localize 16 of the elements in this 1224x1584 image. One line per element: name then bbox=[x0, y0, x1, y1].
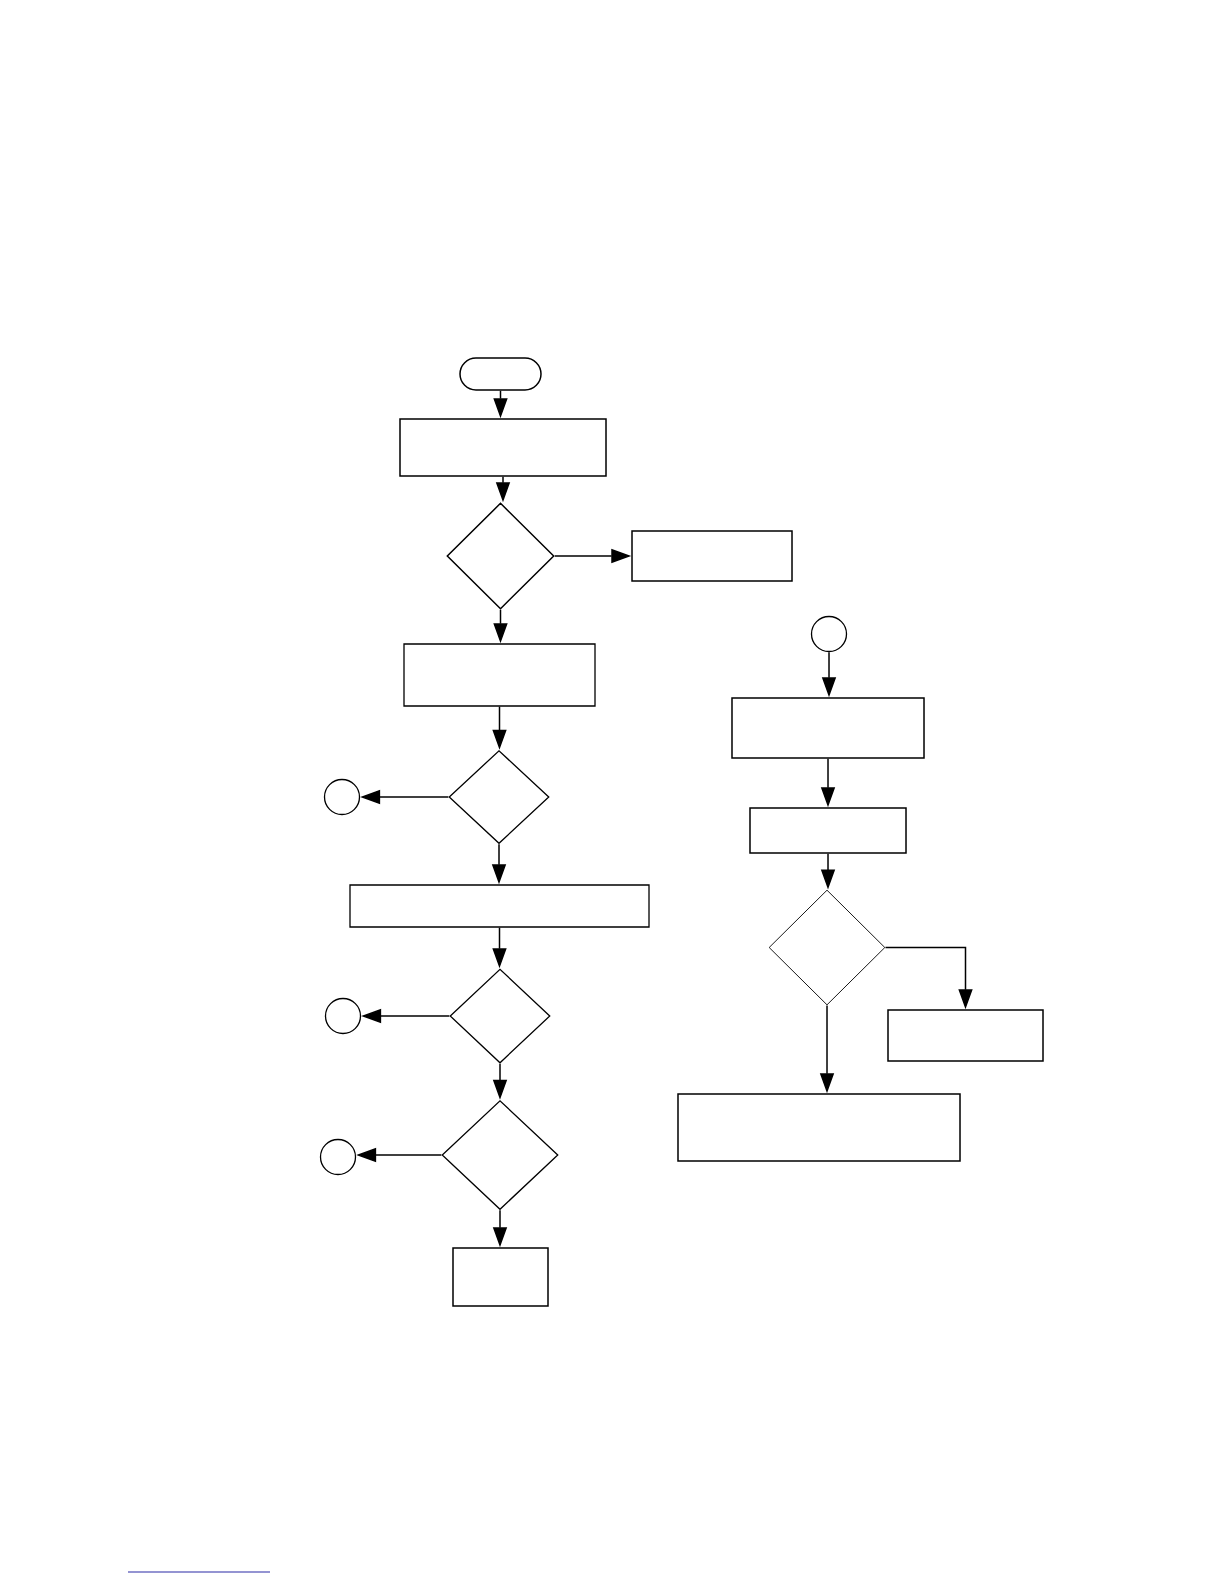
connector-circle bbox=[324, 997, 362, 1035]
connector-circle bbox=[810, 615, 848, 653]
process-box bbox=[403, 643, 596, 707]
decision-diamond bbox=[446, 502, 555, 610]
process-box bbox=[631, 530, 793, 582]
process-box bbox=[749, 807, 907, 854]
connector-circle bbox=[319, 1138, 357, 1176]
connector-circle bbox=[323, 778, 361, 816]
decision-diamond bbox=[768, 889, 886, 1006]
process-box bbox=[731, 697, 925, 759]
process-box bbox=[349, 884, 650, 928]
process-box bbox=[677, 1093, 961, 1162]
process-box bbox=[399, 418, 607, 477]
process-box bbox=[452, 1247, 549, 1307]
decision-diamond bbox=[449, 968, 551, 1064]
process-box bbox=[887, 1009, 1044, 1062]
